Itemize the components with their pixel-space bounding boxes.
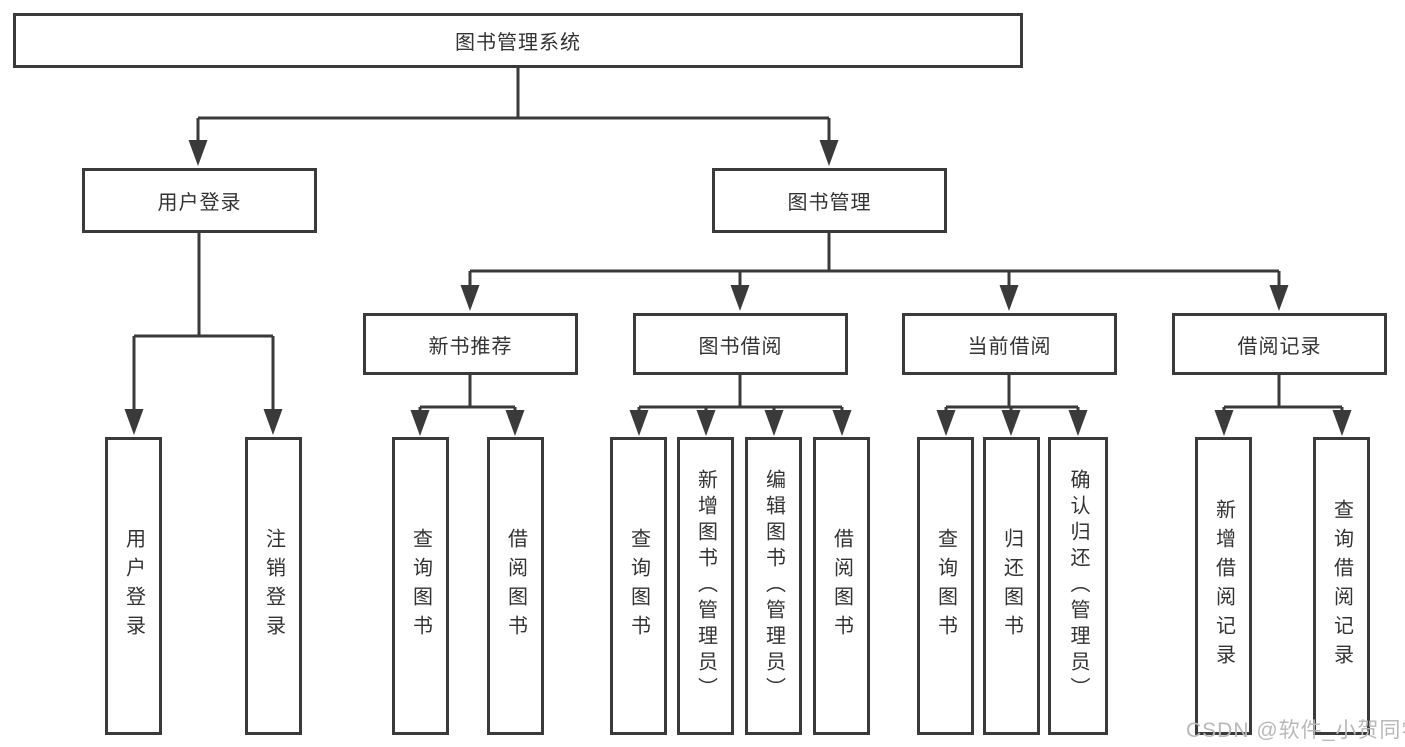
node-leaf-user-login: 用户登录 xyxy=(105,437,162,735)
leaf-label: 用户登录 xyxy=(122,528,145,644)
node-leaf-query-book-borrowing: 查询图书 xyxy=(610,437,667,735)
connector-recommend-to-leaves xyxy=(410,375,525,436)
node-leaf-borrow-book-borrowing: 借阅图书 xyxy=(813,437,870,735)
node-leaf-confirm-return-admin: 确认归还（管理员） xyxy=(1048,437,1108,735)
leaf-label: 编辑图书（管理员） xyxy=(762,469,785,703)
connector-current-to-leaves xyxy=(936,375,1088,436)
leaf-label: 确认归还（管理员） xyxy=(1067,469,1089,703)
node-leaf-query-borrow-record: 查询借阅记录 xyxy=(1313,437,1370,735)
leaf-label: 查询图书 xyxy=(627,528,650,644)
node-leaf-logout: 注销登录 xyxy=(245,437,302,735)
node-book-borrowing: 图书借阅 xyxy=(633,313,848,375)
connector-root-to-level2 xyxy=(188,68,839,166)
node-leaf-query-book-current: 查询图书 xyxy=(917,437,974,735)
node-book-management: 图书管理 xyxy=(712,168,947,233)
connector-book-management-to-level3 xyxy=(460,233,1289,311)
watermark: CSDN @软件_小贺同学 xyxy=(1186,719,1405,742)
leaf-label: 注销登录 xyxy=(262,528,285,644)
node-leaf-add-borrow-record: 新增借阅记录 xyxy=(1195,437,1252,735)
node-new-book-recommend: 新书推荐 xyxy=(363,313,578,375)
node-root: 图书管理系统 xyxy=(13,13,1023,68)
node-borrowing-records: 借阅记录 xyxy=(1172,313,1387,375)
leaf-label: 查询图书 xyxy=(934,528,957,644)
connector-records-to-leaves xyxy=(1214,375,1352,436)
leaf-label: 查询图书 xyxy=(409,528,432,644)
leaf-label: 新增借阅记录 xyxy=(1212,499,1235,673)
node-leaf-query-book-recommend: 查询图书 xyxy=(392,437,449,735)
node-leaf-borrow-book-recommend: 借阅图书 xyxy=(487,437,544,735)
node-user-login: 用户登录 xyxy=(82,168,317,233)
node-leaf-return-book: 归还图书 xyxy=(983,437,1040,735)
leaf-label: 新增图书（管理员） xyxy=(694,469,717,703)
node-leaf-edit-book-admin: 编辑图书（管理员） xyxy=(745,437,802,735)
leaf-label: 借阅图书 xyxy=(504,528,527,644)
leaf-label: 归还图书 xyxy=(1000,528,1023,644)
node-current-borrowing: 当前借阅 xyxy=(902,313,1117,375)
leaf-label: 借阅图书 xyxy=(830,528,853,644)
leaf-label: 查询借阅记录 xyxy=(1330,499,1353,673)
node-leaf-add-book-admin: 新增图书（管理员） xyxy=(677,437,734,735)
connector-borrowing-to-leaves xyxy=(629,375,852,436)
connector-user-login-to-leaves xyxy=(124,233,283,435)
